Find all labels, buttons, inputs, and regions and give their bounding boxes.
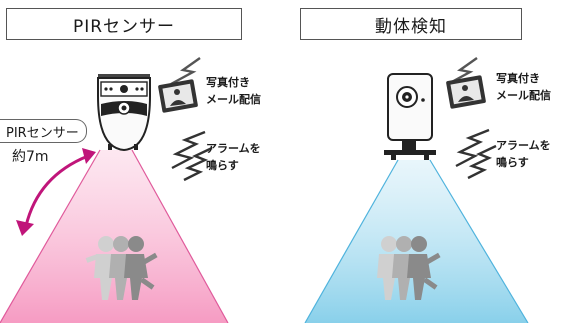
range-arrow: [16, 148, 96, 236]
pir-sensor-tag-text: PIRセンサー: [6, 125, 79, 141]
alarm-caption-line2: 鳴らす: [496, 156, 529, 169]
alarm-zigzag-icon: [171, 130, 213, 182]
lightning-icon: [170, 57, 201, 86]
email-caption: 写真付き メール配信: [496, 70, 551, 104]
alarm-caption-line1: アラームを: [496, 139, 551, 152]
cube-camera-icon: [384, 73, 436, 160]
panel-title-text: PIRセンサー: [72, 16, 176, 37]
pir-sensor-panel: PIRセンサー 写真付き メール配信 アラームを 鳴らす PIRセンサー 約7m: [0, 0, 282, 323]
alarm-caption-line1: アラームを: [206, 142, 261, 155]
people-icon: [377, 236, 441, 300]
people-icon: [85, 236, 158, 300]
range-label: 約7m: [12, 149, 49, 165]
email-caption-line1: 写真付き: [206, 76, 250, 89]
alarm-caption-line2: 鳴らす: [206, 159, 239, 172]
motion-illustration: [304, 57, 529, 323]
alarm-zigzag-icon: [455, 128, 497, 180]
email-caption: 写真付き メール配信: [206, 74, 261, 108]
photo-icon: [158, 79, 198, 113]
pir-illustration: [0, 57, 229, 323]
panel-title: 動体検知: [300, 8, 522, 40]
alarm-caption: アラームを 鳴らす: [206, 140, 261, 174]
email-caption-line2: メール配信: [496, 89, 551, 102]
motion-detection-panel: 動体検知 写真付き メール配信 アラームを 鳴らす: [283, 0, 565, 323]
email-caption-line1: 写真付き: [496, 72, 540, 85]
panel-title-text: 動体検知: [375, 16, 447, 37]
photo-icon: [446, 75, 486, 109]
pir-sensor-tag: PIRセンサー: [0, 119, 87, 143]
detection-cone: [0, 150, 228, 323]
alarm-caption: アラームを 鳴らす: [496, 137, 551, 171]
email-caption-line2: メール配信: [206, 93, 261, 106]
dome-camera-icon: [97, 74, 151, 152]
panel-title: PIRセンサー: [6, 8, 242, 40]
lightning-icon: [447, 57, 478, 86]
